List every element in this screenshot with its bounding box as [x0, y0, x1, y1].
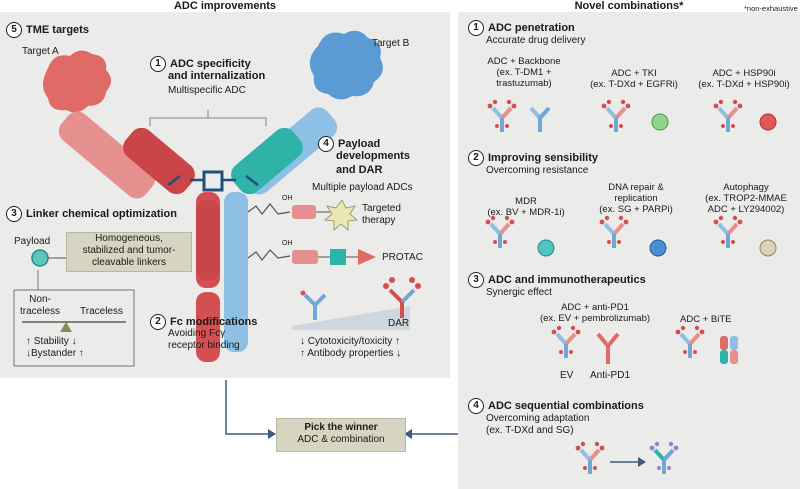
antibody-properties-row: ↑ Antibody properties ↓ [300, 348, 402, 359]
non-exhaustive-note: *non-exhaustive [744, 4, 798, 13]
right-header: Novel combinations* [574, 0, 684, 12]
s1-item-2: ADC + TKI(ex. T-DXd + EGFRi) [590, 68, 678, 90]
target-b-protein-icon [309, 30, 383, 100]
traceless-label: Traceless [80, 306, 123, 317]
dar-label: DAR [388, 318, 410, 329]
high-dar-adc-icon [383, 277, 421, 318]
payload-dev-title-l2: developments [336, 150, 410, 162]
ly294002-drug-icon [759, 239, 777, 257]
s3-item-1: ADC + anti-PD1(ex. EV + pembrolizumab) [539, 302, 651, 324]
arrow-right-to-winner-icon [404, 429, 412, 439]
specificity-title-l2: and internalization [168, 70, 266, 82]
anti-pd1-label: Anti-PD1 [590, 370, 631, 381]
payload-dev-title-l3: and DAR [336, 164, 383, 176]
bite-icon [720, 336, 738, 364]
low-dar-adc-icon [300, 290, 327, 320]
bystander-row: ↓Bystander ↑ [26, 348, 84, 359]
s2-item-1: MDR(ex. BV + MDR-1i) [487, 196, 565, 218]
targeted-therapy-star-icon [324, 199, 358, 231]
hsp90i-drug-icon [759, 113, 777, 131]
sequential-arrow-icon [638, 457, 646, 467]
s2-item-2: DNA repair &replication(ex. SG + PARPi) [599, 182, 673, 215]
anti-pd1-antibody-icon [596, 332, 620, 364]
protac-label: PROTAC [382, 252, 423, 263]
mdr-drug-icon [537, 239, 555, 257]
dar-wedge [292, 306, 410, 330]
tki-drug-icon [651, 113, 669, 131]
s3-item-2: ADC + BiTE [680, 314, 732, 325]
right-panel [458, 12, 800, 489]
target-a-label: Target A [22, 46, 59, 57]
fc-sub-l1: Avoiding Fcγ [168, 328, 226, 339]
target-a-protein-icon [43, 50, 111, 113]
s1-item-1: ADC + Backbone(ex. T-DM1 +trastuzumab) [487, 56, 561, 89]
specificity-sub: Multispecific ADC [168, 85, 246, 96]
stability-row: ↑ Stability ↓ [26, 336, 77, 347]
sequential-adc-2-icon [649, 441, 679, 474]
cytotoxicity-row: ↓ Cytotoxicity/toxicity ↑ [300, 336, 401, 347]
left-header: ADC improvements [173, 0, 277, 12]
oh-label-2: OH [282, 240, 293, 247]
s1-item-3: ADC + HSP90i(ex. T-DXd + HSP90i) [698, 68, 790, 90]
payload-label: Payload [14, 236, 51, 247]
fc-chain-blue [224, 192, 248, 352]
fc-sub-l2: receptor binding [168, 340, 240, 351]
payload-dev-sub: Multiple payload ADCs [312, 182, 413, 193]
s4-example: (ex. T-DXd and SG) [486, 425, 574, 436]
pick-the-winner-box: Pick the winner ADC & combination [276, 418, 406, 452]
parpi-drug-icon [649, 239, 667, 257]
linker-box: Homogeneous,stabilized and tumor-cleavab… [66, 232, 192, 272]
ev-label: EV [560, 370, 574, 381]
s2-sub: Overcoming resistance [486, 165, 589, 176]
target-b-label: Target B [372, 38, 410, 49]
s3-sub: Synergic effect [486, 287, 552, 298]
oh-label-1: OH [282, 195, 293, 202]
arrow-left-to-winner-icon [268, 429, 276, 439]
s4-sub: Overcoming adaptation [486, 413, 590, 424]
nontraceless-label: Non-traceless [20, 294, 61, 317]
s1-sub: Accurate drug delivery [486, 35, 586, 46]
